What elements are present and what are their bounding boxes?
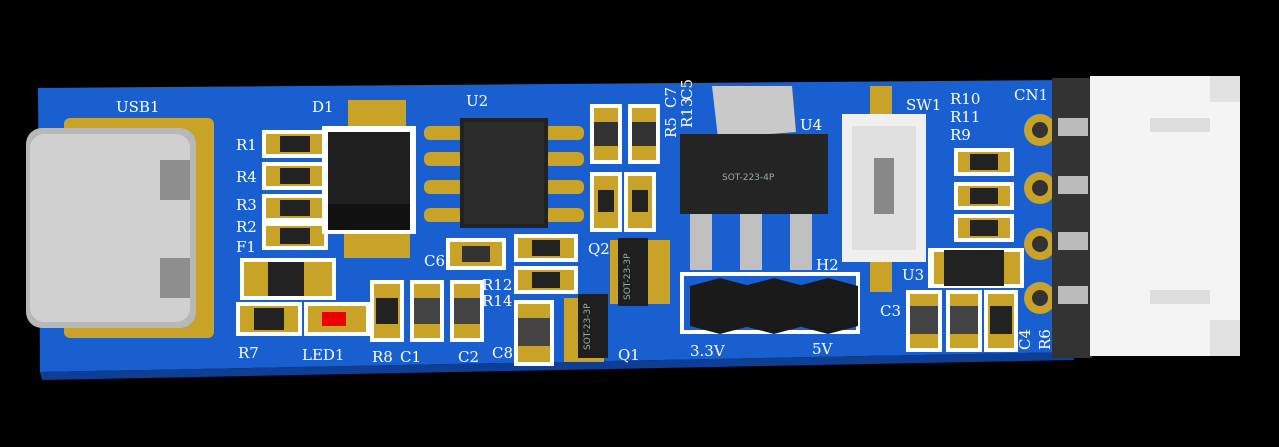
label-3v3: 3.3V [690,342,726,360]
h2-header [680,272,860,334]
q1-package-text: SOT-23-3P [583,303,593,350]
u2-ic [424,118,584,228]
label-h2: H2 [816,256,839,274]
label-r9: R9 [950,126,971,144]
label-q2: Q2 [588,240,610,258]
label-5v: 5V [812,340,834,358]
label-cn1: CN1 [1014,86,1048,104]
u4-regulator: SOT-223-4P [680,86,828,270]
label-q1: Q1 [618,346,640,364]
q2-package-text: SOT-23-3P [623,253,633,300]
usb-c-connector [26,118,214,338]
label-d1: D1 [312,98,334,116]
label-c7: C7 [662,87,680,108]
label-f1: F1 [236,238,256,256]
label-r1: R1 [236,136,257,154]
label-r5: R5 [662,117,680,138]
label-r8: R8 [372,348,393,366]
bottom-left-components [236,280,484,342]
center-small-components: SOT-23-3P SOT-23-3P [446,234,670,366]
label-c4: C4 [1016,329,1034,350]
label-r11: R11 [950,108,980,126]
label-r6: R6 [1036,329,1054,350]
pcb-edge [40,352,1074,380]
label-u4: U4 [800,116,822,134]
u3-diode [928,248,1024,288]
label-r10: R10 [950,90,980,108]
label-r4: R4 [236,168,257,186]
resistor-stack-left [240,130,336,300]
label-c2: C2 [458,348,479,366]
label-r7: R7 [238,344,259,362]
cn1-connector [1024,76,1240,358]
label-c6: C6 [424,252,445,270]
label-c1: C1 [400,348,421,366]
label-r2: R2 [236,218,257,236]
label-r12: R12 [482,276,512,294]
label-r3: R3 [236,196,257,214]
label-c8: C8 [492,344,513,362]
d1-diode [322,100,416,258]
label-led1: LED1 [302,346,344,364]
label-u3: U3 [902,266,924,284]
c3-c4-caps [906,290,1018,352]
label-c5: C5 [678,79,696,100]
sw1-button [842,86,926,292]
label-usb1: USB1 [116,98,159,116]
label-sw1: SW1 [906,96,941,114]
c5-c7-caps [590,104,660,232]
u4-package-text: SOT-223-4P [722,173,775,183]
resistor-stack-right [954,148,1014,242]
label-u2: U2 [466,92,488,110]
label-c3: C3 [880,302,901,320]
label-r13: R13 [678,98,696,128]
label-r14: R14 [482,292,512,310]
